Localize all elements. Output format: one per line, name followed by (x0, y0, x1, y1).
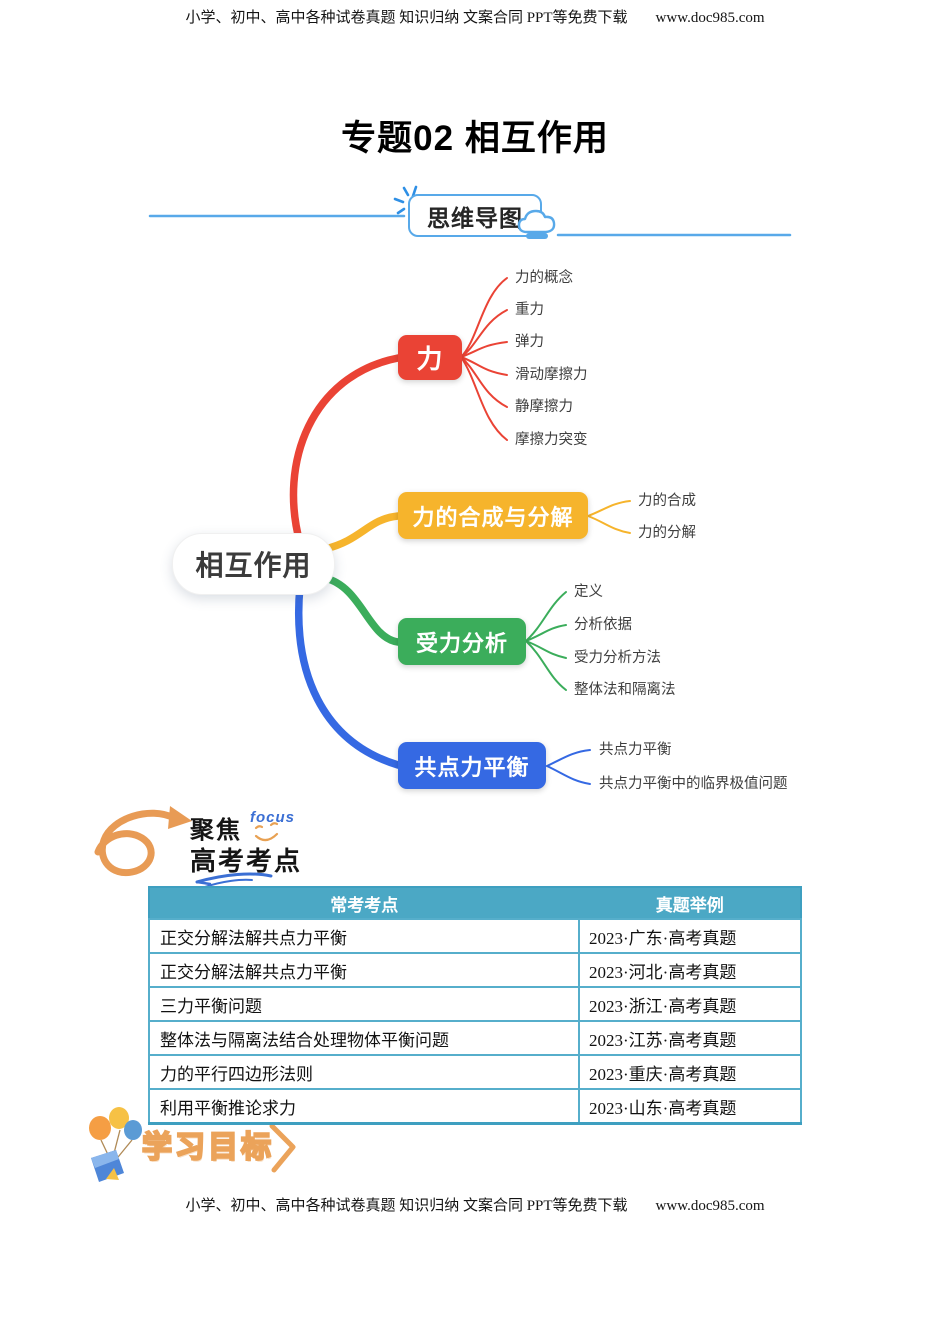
table-row: 正交分解法解共点力平衡 2023·河北·高考真题 (148, 952, 802, 988)
branch-label: 受力分析 (415, 630, 508, 656)
table-cell: 2023·广东·高考真题 (578, 918, 802, 954)
mindmap-child-label[interactable]: 力的分解 (638, 525, 696, 541)
connector-line (525, 591, 567, 642)
branch-node-equilibrium[interactable]: 共点力平衡 (398, 742, 546, 789)
mindmap-child-label[interactable]: 分析依据 (574, 617, 632, 633)
header-note-text: 小学、初中、高中各种试卷真题 知识归纳 文案合同 PPT等免费下载 (185, 10, 628, 26)
branch-curve-equilibrium (295, 582, 402, 769)
curly-arrow-icon (94, 806, 192, 877)
footer-note: 小学、初中、高中各种试卷真题 知识归纳 文案合同 PPT等免费下载 www.doc… (0, 1194, 950, 1215)
connector-line (587, 515, 631, 534)
table-row: 三力平衡问题 2023·浙江·高考真题 (148, 986, 802, 1022)
branch-curve-analysis (321, 574, 402, 646)
focus-title-line2: 高考考点 (190, 846, 303, 876)
footer-url-link[interactable]: www.doc985.com (655, 1198, 765, 1214)
mindmap-child-label[interactable]: 力的概念 (515, 270, 573, 286)
table-cell: 力的平行四边形法则 (148, 1054, 580, 1090)
mindmap-center-node[interactable]: 相互作用 (172, 533, 335, 595)
mindmap-child-label[interactable]: 摩擦力突变 (515, 432, 588, 448)
chevron-right-icon (269, 1123, 296, 1173)
table-row: 正交分解法解共点力平衡 2023·广东·高考真题 (148, 918, 802, 954)
mindmap-banner: 思维导图 (408, 194, 542, 237)
focus-title-line1: 聚焦 (190, 817, 242, 844)
focus-english-label: focus (250, 809, 296, 826)
header-url-link[interactable]: www.doc985.com (655, 10, 765, 26)
balloons-icon (89, 1107, 142, 1182)
mindmap-child-label[interactable]: 滑动摩擦力 (515, 367, 588, 383)
connector-line (460, 309, 508, 358)
connector-line (460, 356, 508, 376)
connector-line (525, 624, 567, 642)
connector-line (460, 356, 508, 441)
connector-line (460, 356, 508, 408)
goals-title: 学习目标 (141, 1130, 274, 1165)
branch-label: 力的合成与分解 (412, 504, 574, 530)
connector-line (525, 640, 567, 659)
mindmap-child-label[interactable]: 静摩擦力 (515, 399, 573, 415)
table-cell: 整体法与隔离法结合处理物体平衡问题 (148, 1020, 580, 1056)
branch-curve-force (289, 354, 402, 547)
connectors-equilibrium (546, 749, 591, 785)
connector-line (546, 765, 591, 785)
connectors-analysis (525, 591, 567, 691)
connectors-force (460, 277, 508, 441)
branch-label: 力 (416, 344, 444, 374)
table-row: 利用平衡推论求力 2023·山东·高考真题 (148, 1088, 802, 1125)
table-header-cell: 真题举例 (578, 886, 802, 920)
mindmap-child-label[interactable]: 共点力平衡中的临界极值问题 (599, 776, 788, 792)
table-row: 力的平行四边形法则 2023·重庆·高考真题 (148, 1054, 802, 1090)
table-header-cell: 常考考点 (148, 886, 580, 920)
mindmap-child-label[interactable]: 受力分析方法 (574, 650, 661, 666)
table-cell: 2023·山东·高考真题 (578, 1088, 802, 1125)
mindmap-child-label[interactable]: 定义 (574, 584, 603, 600)
mindmap-child-label[interactable]: 重力 (515, 302, 544, 318)
footer-note-text: 小学、初中、高中各种试卷真题 知识归纳 文案合同 PPT等免费下载 (185, 1198, 628, 1214)
table-cell: 利用平衡推论求力 (148, 1088, 580, 1125)
page-title: 专题02 相互作用 (341, 119, 609, 158)
table-cell: 2023·重庆·高考真题 (578, 1054, 802, 1090)
connector-line (460, 341, 508, 358)
branch-curve-composition (321, 512, 402, 553)
branch-node-force[interactable]: 力 (398, 335, 462, 380)
branch-label: 共点力平衡 (414, 754, 530, 780)
branch-node-composition[interactable]: 力的合成与分解 (398, 492, 588, 539)
header-note: 小学、初中、高中各种试卷真题 知识归纳 文案合同 PPT等免费下载 www.doc… (0, 6, 950, 27)
connectors-composition (587, 500, 631, 534)
table-row: 整体法与隔离法结合处理物体平衡问题 2023·江苏·高考真题 (148, 1020, 802, 1056)
chef-hat-icon (517, 209, 556, 239)
mindmap-child-label[interactable]: 力的合成 (638, 493, 696, 509)
mindmap-child-label[interactable]: 共点力平衡 (599, 742, 672, 758)
table-cell: 2023·河北·高考真题 (578, 952, 802, 988)
branch-node-analysis[interactable]: 受力分析 (398, 618, 526, 665)
table-cell: 三力平衡问题 (148, 986, 580, 1022)
mindmap-banner-label: 思维导图 (427, 204, 523, 231)
mindmap-child-label[interactable]: 整体法和隔离法 (574, 682, 676, 698)
connector-line (587, 500, 631, 517)
connector-line (546, 749, 591, 767)
table-cell: 2023·江苏·高考真题 (578, 1020, 802, 1056)
table-cell: 正交分解法解共点力平衡 (148, 952, 580, 988)
table-header-row: 常考考点 真题举例 (148, 886, 802, 920)
table-cell: 2023·浙江·高考真题 (578, 986, 802, 1022)
table-cell: 正交分解法解共点力平衡 (148, 918, 580, 954)
mindmap-child-label[interactable]: 弹力 (515, 334, 544, 350)
connector-line (460, 277, 508, 358)
connector-line (525, 640, 567, 691)
exam-points-table: 常考考点 真题举例 正交分解法解共点力平衡 2023·广东·高考真题 正交分解法… (148, 886, 802, 1125)
mindmap-center-label: 相互作用 (195, 550, 312, 581)
